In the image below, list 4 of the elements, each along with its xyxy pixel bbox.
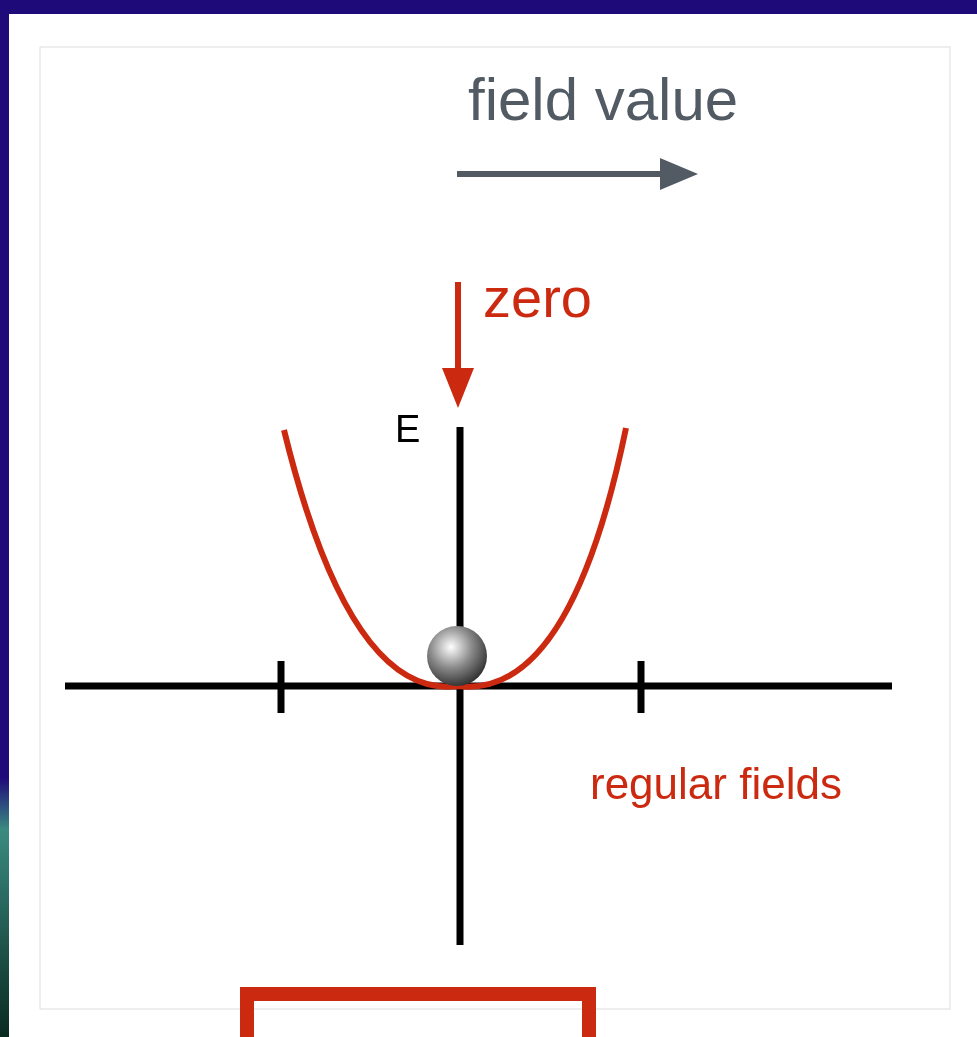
- curve-label: regular fields: [590, 762, 842, 806]
- axis-label: field value: [468, 70, 739, 130]
- axis-label: zero: [483, 270, 592, 326]
- axis-label: E: [395, 410, 421, 448]
